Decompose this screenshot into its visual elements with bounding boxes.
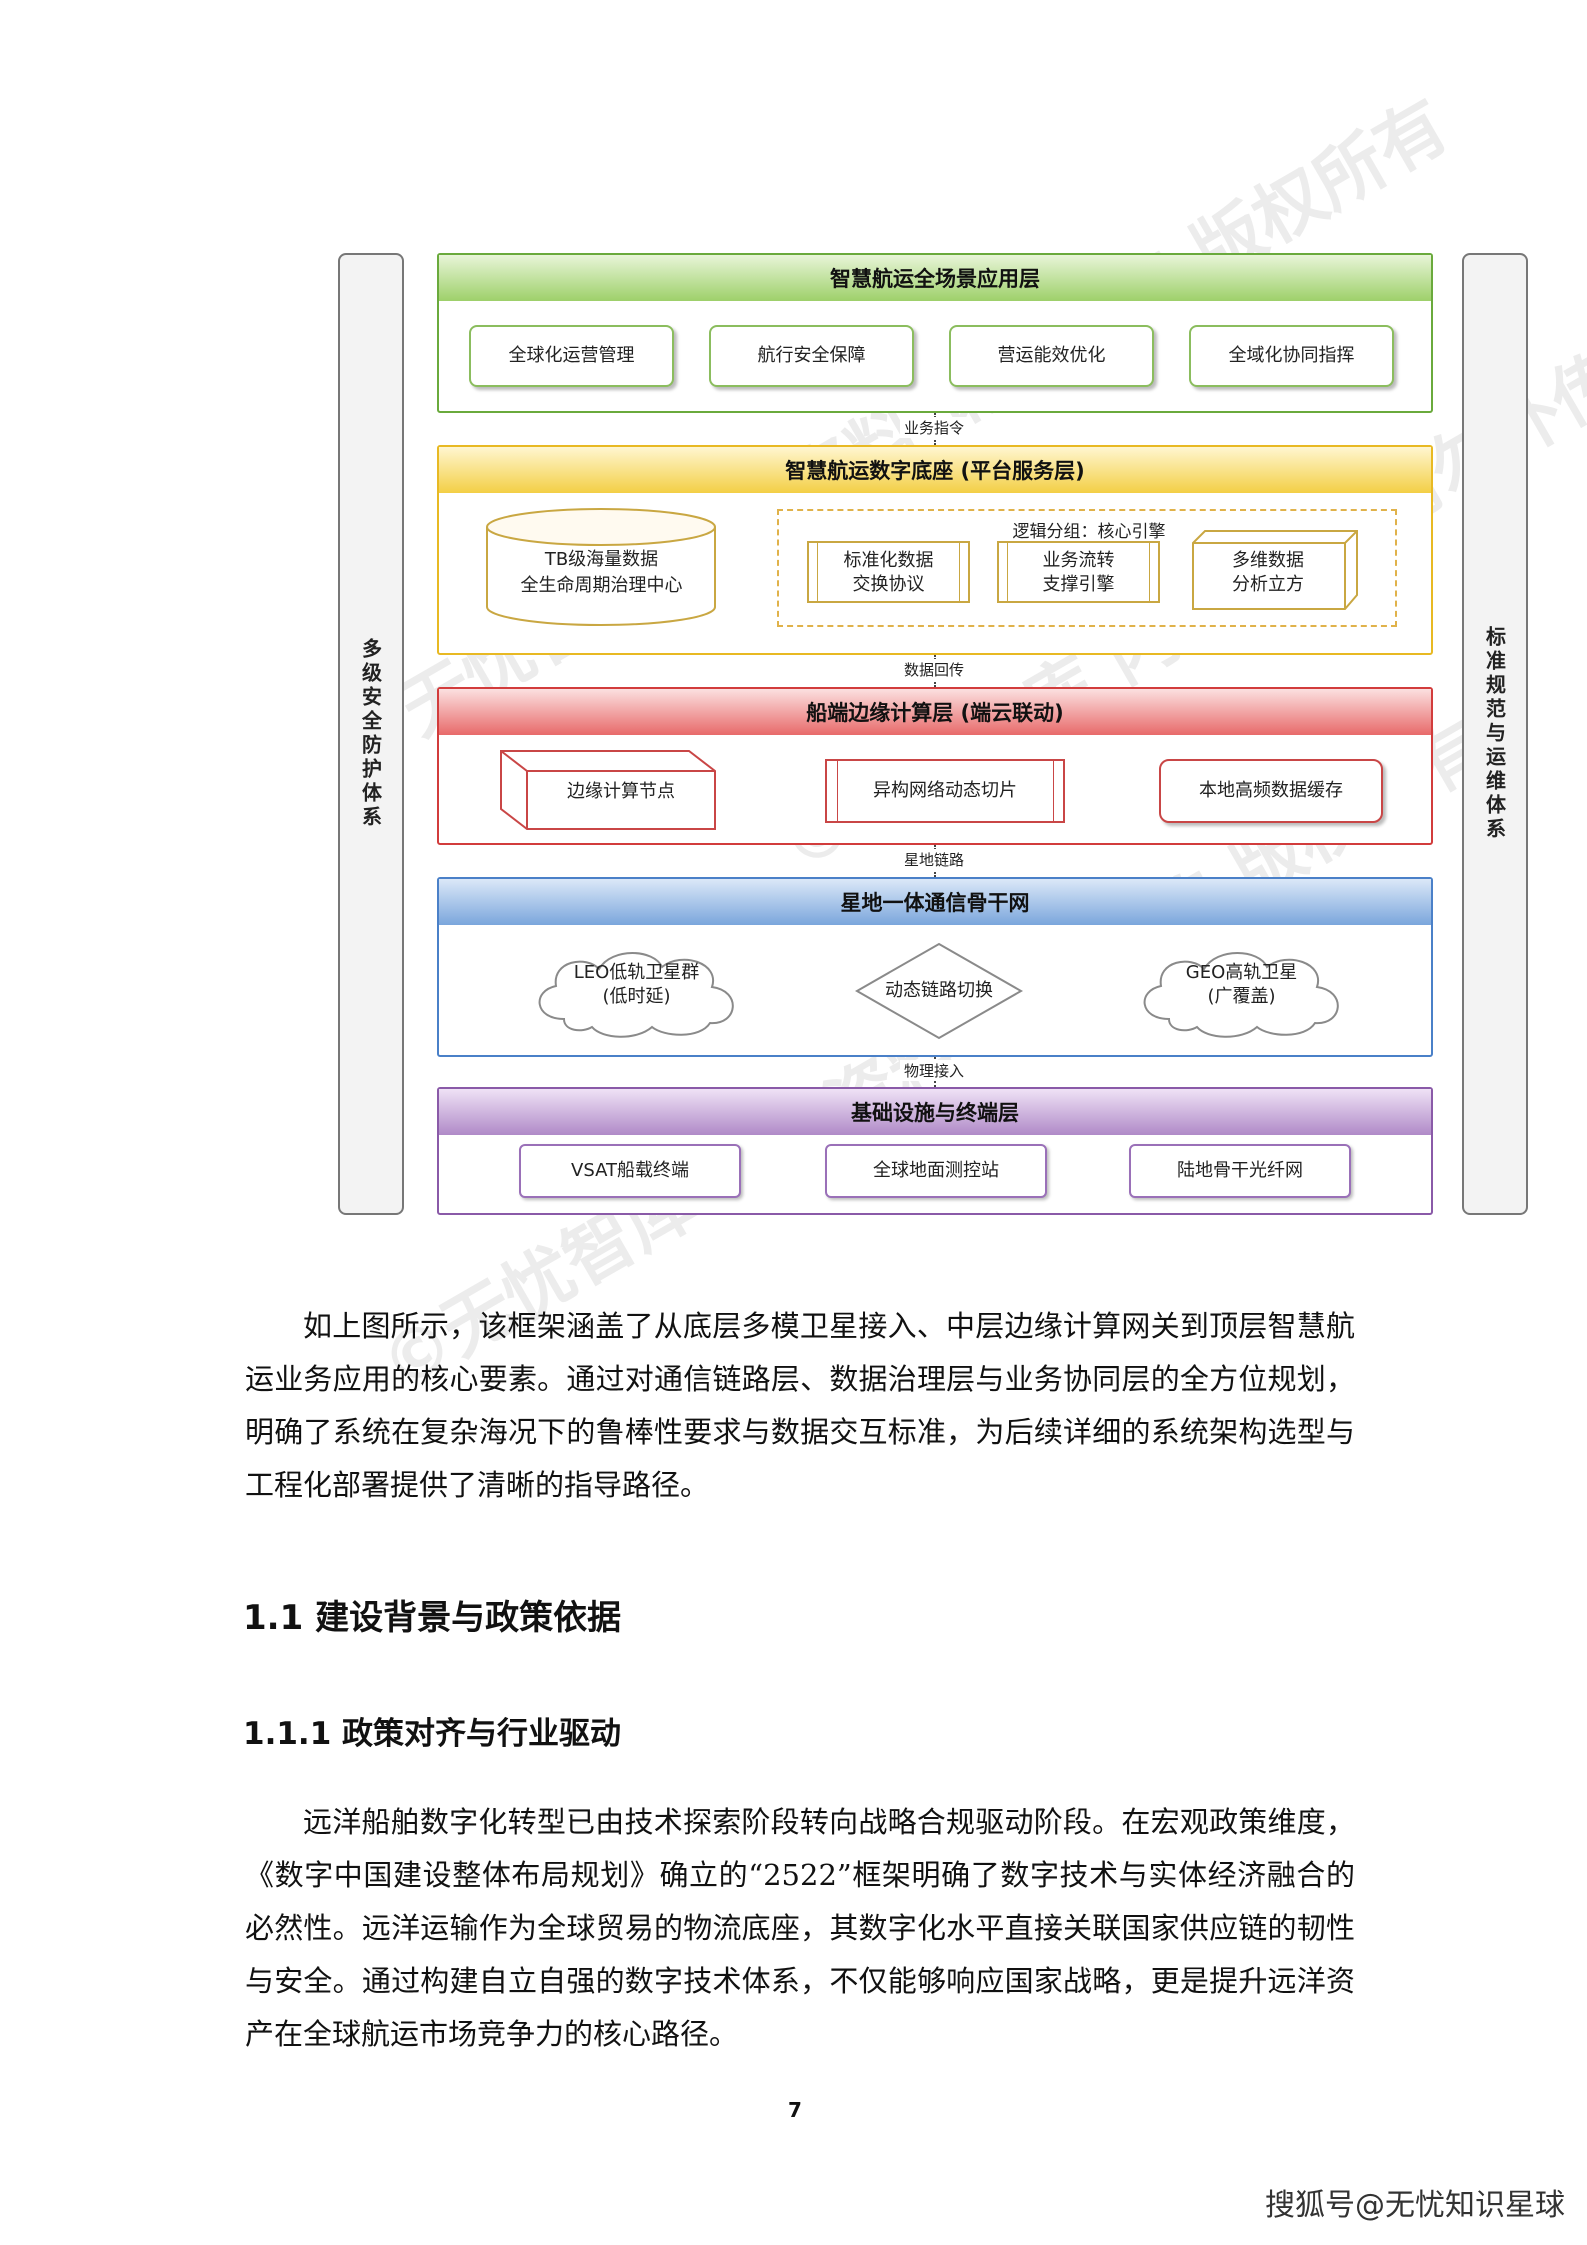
- infra-layer-title: 基础设施与终端层: [439, 1089, 1431, 1135]
- database-label-2: 全生命周期治理中心: [520, 575, 683, 596]
- engine-label-2: 分析立方: [1232, 574, 1304, 595]
- cloud-shape: [538, 952, 734, 1038]
- engine-label-1: 业务流转: [1042, 550, 1115, 571]
- right-pillar-label: 标准规范与运维体系: [1482, 626, 1507, 842]
- app-item: 全球化运营管理: [469, 325, 674, 387]
- cube-shape: [1192, 530, 1358, 610]
- platform-layer-title: 智慧航运数字底座 (平台服务层): [439, 447, 1431, 493]
- left-pillar: 多级安全防护体系: [338, 253, 404, 1215]
- edge-layer: 船端边缘计算层 (端云联动) 边缘计算节点 异构网络动态切片 本地高频数据缓存: [437, 687, 1433, 845]
- edge-item: 本地高频数据缓存: [1159, 759, 1383, 823]
- infra-item: 全球地面测控站: [825, 1144, 1047, 1198]
- edge-item: 异构网络动态切片: [825, 759, 1065, 823]
- connector-label: 数据回传: [899, 659, 969, 680]
- engine-box: 标准化数据 交换协议: [807, 541, 970, 603]
- link-switch-label: 动态链路切换: [885, 980, 993, 1001]
- app-item: 航行安全保障: [709, 325, 914, 387]
- infra-layer: 基础设施与终端层 VSAT船载终端 全球地面测控站 陆地骨干光纤网: [437, 1087, 1433, 1215]
- network-layer: 星地一体通信骨干网 LEO低轨卫星群 (低时延) 动态链路切换 GEO高轨卫星 …: [437, 877, 1433, 1057]
- edge-item: 边缘计算节点: [567, 781, 675, 802]
- app-layer-title: 智慧航运全场景应用层: [439, 255, 1431, 301]
- diamond-shape: [854, 942, 1024, 1040]
- watermark: ©无忧智库 内部资料 请勿外传 版权所有: [326, 83, 1462, 787]
- cube-shape: [500, 750, 716, 830]
- engine-label-1: 标准化数据: [843, 550, 934, 571]
- engine-label-1: 多维数据: [1232, 550, 1304, 571]
- section-heading: 1.1 建设背景与政策依据: [243, 1598, 622, 1638]
- cloud-shape: [1143, 952, 1339, 1038]
- page-number: 7: [788, 2098, 802, 2122]
- engine-label-2: 支撑引擎: [1042, 574, 1115, 595]
- geo-label-2: (广覆盖): [1207, 986, 1276, 1007]
- connector-label: 物理接入: [899, 1060, 969, 1081]
- subsection-heading: 1.1.1 政策对齐与行业驱动: [243, 1716, 622, 1752]
- core-engine-group-label: 逻辑分组：核心引擎: [1012, 522, 1166, 542]
- leo-label-2: (低时延): [602, 986, 671, 1007]
- left-pillar-label: 多级安全防护体系: [358, 638, 383, 830]
- right-pillar: 标准规范与运维体系: [1462, 253, 1528, 1215]
- footer-watermark: 搜狐号@无忧知识星球: [1265, 2188, 1565, 2223]
- engine-box: 业务流转 支撑引擎: [997, 541, 1160, 603]
- app-item: 营运能效优化: [949, 325, 1154, 387]
- infra-item: 陆地骨干光纤网: [1129, 1144, 1351, 1198]
- engine-bar: [1149, 543, 1150, 601]
- leo-label-1: LEO低轨卫星群: [573, 962, 700, 983]
- platform-layer: 智慧航运数字底座 (平台服务层) TB级海量数据 全生命周期治理中心 逻辑分组：…: [437, 445, 1433, 655]
- database-label-1: TB级海量数据: [544, 549, 659, 570]
- infra-item: VSAT船载终端: [519, 1144, 741, 1198]
- engine-label-2: 交换协议: [852, 574, 925, 595]
- geo-label-1: GEO高轨卫星: [1185, 962, 1298, 983]
- connector-label: 业务指令: [899, 417, 969, 438]
- database-cylinder: [486, 508, 716, 626]
- edge-bar: [1053, 759, 1054, 823]
- paragraph: 如上图所示，该框架涵盖了从底层多模卫星接入、中层边缘计算网关到顶层智慧航运业务应…: [245, 1309, 1355, 1502]
- paragraph: 远洋船舶数字化转型已由技术探索阶段转向战略合规驱动阶段。在宏观政策维度，《数字中…: [245, 1805, 1355, 2051]
- engine-bar: [959, 543, 960, 601]
- app-layer: 智慧航运全场景应用层 全球化运营管理 航行安全保障 营运能效优化 全域化协同指挥: [437, 253, 1433, 413]
- engine-bar: [1007, 543, 1008, 601]
- connector-label: 星地链路: [899, 849, 969, 870]
- app-item: 全域化协同指挥: [1189, 325, 1394, 387]
- engine-bar: [817, 543, 818, 601]
- network-layer-title: 星地一体通信骨干网: [439, 879, 1431, 925]
- core-engine-group: 逻辑分组：核心引擎: [777, 509, 1397, 627]
- edge-bar: [837, 759, 838, 823]
- edge-layer-title: 船端边缘计算层 (端云联动): [439, 689, 1431, 735]
